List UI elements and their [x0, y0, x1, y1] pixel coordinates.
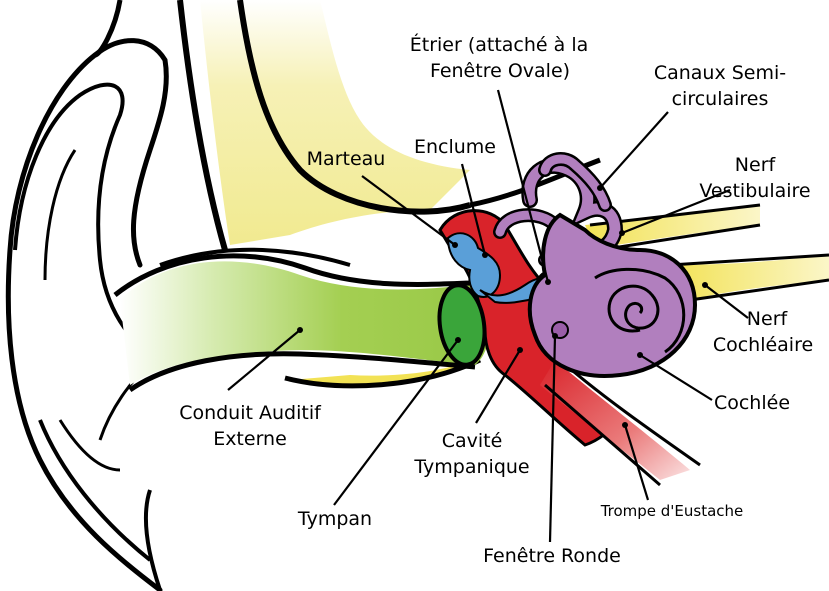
label-nerf-vestibulaire-line2: Vestibulaire — [686, 180, 824, 203]
label-marteau: Marteau — [296, 148, 396, 171]
label-trompe-eustache: Trompe d'Eustache — [572, 500, 772, 523]
ear-canal — [115, 250, 489, 390]
label-cavite-line1: Cavité — [402, 430, 542, 453]
label-nerf-vestibulaire-line1: Nerf — [700, 154, 810, 177]
label-conduit-line1: Conduit Auditif — [155, 402, 345, 425]
label-etrier-line2: Fenêtre Ovale) — [405, 60, 595, 83]
label-cavite-line2: Tympanique — [400, 456, 544, 479]
label-canaux-line2: circulaires — [630, 88, 810, 111]
label-cochlee: Cochlée — [700, 392, 804, 415]
label-tympan: Tympan — [280, 508, 390, 531]
label-fenetre-ronde: Fenêtre Ronde — [462, 545, 642, 568]
label-conduit-line2: Externe — [155, 428, 345, 451]
label-nerf-cochleaire-line2: Cochléaire — [700, 334, 826, 357]
label-etrier-line1: Étrier (attaché à la — [388, 34, 610, 57]
label-nerf-cochleaire-line1: Nerf — [712, 308, 822, 331]
label-canaux-line1: Canaux Semi- — [630, 62, 810, 85]
label-enclume: Enclume — [400, 136, 510, 159]
